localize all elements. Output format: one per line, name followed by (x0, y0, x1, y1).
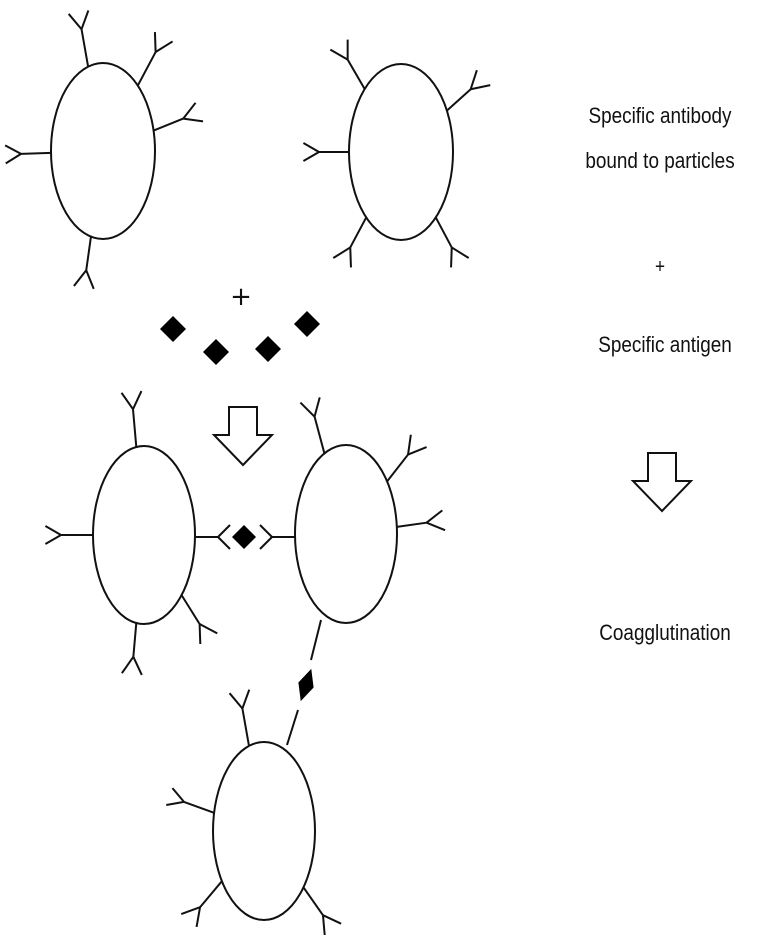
antibody-y-icon (4, 144, 52, 165)
label-plus: + (654, 256, 666, 278)
antibody-y-icon (329, 39, 366, 90)
antibody-y-icon (73, 236, 95, 290)
antibody-y-icon (299, 397, 326, 454)
antigen-diamond-icon (298, 668, 314, 702)
antibody-y-icon (44, 525, 93, 545)
label-bound-to-particles: bound to particles (585, 148, 735, 173)
label-specific-antibody: Specific antibody (588, 103, 732, 128)
antibody-y-icon (228, 689, 251, 747)
bridging-antibody-icon (259, 524, 296, 550)
antibody-y-icon (121, 622, 143, 676)
arrows-layer (211, 406, 694, 513)
antibody-y-icon (166, 787, 215, 814)
label-specific-antigen: Specific antigen (598, 332, 732, 357)
particle-middle-right (294, 444, 398, 624)
antigen-diamond-icon (160, 316, 186, 342)
antibody-y-icon (180, 594, 218, 645)
antibody-y-icon (386, 434, 427, 482)
antibody-y-icon (153, 102, 204, 132)
antibody-y-icon (136, 32, 174, 87)
particle-middle-left (92, 445, 196, 625)
antibody-y-icon (396, 509, 446, 532)
antibody-y-icon (180, 880, 223, 928)
bridge-antibody-stem (310, 619, 322, 661)
down-arrow-icon (211, 406, 275, 467)
antibody-y-icon (67, 10, 90, 67)
antibody-y-icon (434, 216, 470, 268)
antibodies-layer (4, 10, 491, 935)
antibody-y-icon (120, 390, 143, 448)
antibody-y-icon (446, 69, 491, 112)
bridging-antibody-icon (196, 524, 231, 550)
antibody-y-icon (302, 142, 349, 162)
particle-top-left (50, 62, 156, 240)
antigen-diamond-icon (255, 336, 281, 362)
particle-bottom (212, 741, 316, 921)
antigens-layer (160, 311, 320, 702)
center-plus-sign: + (230, 282, 252, 312)
antigen-diamond-icon (203, 339, 229, 365)
antibody-y-icon (302, 886, 342, 935)
antigen-diamond-icon (294, 311, 320, 337)
particles-layer (50, 62, 454, 921)
particle-top-right (348, 63, 454, 241)
label-coagglutination: Coagglutination (599, 620, 731, 645)
down-arrow-icon-label (630, 452, 694, 513)
antigen-diamond-icon (232, 525, 256, 549)
antibody-y-icon (332, 216, 368, 268)
bridge-antibody-stem (286, 709, 299, 746)
